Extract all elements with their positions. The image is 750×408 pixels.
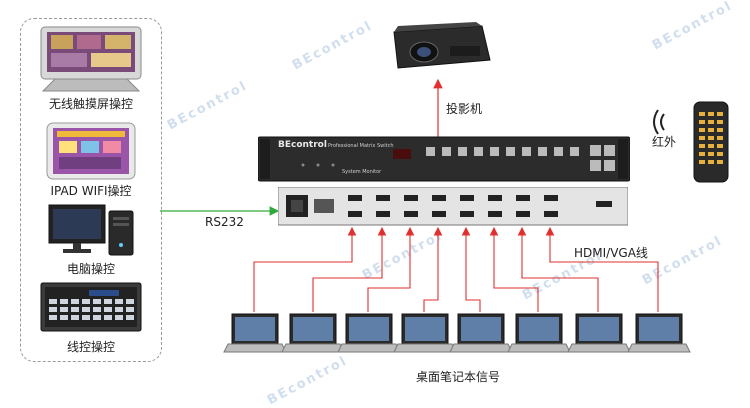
laptop-5-icon [449,313,513,353]
control-devices-panel: 无线触摸屏操控 IPAD WIFI操控 电脑操控 线控操控 [20,18,162,362]
input-line-3 [367,226,415,312]
switcher-system-label: System Monitor [342,169,382,175]
touch-control-label: 无线触摸屏操控 [48,97,133,111]
input-line-6 [489,226,539,312]
switcher-brand: BEcontrol [278,140,327,150]
wired-keypad-icon [40,282,142,332]
laptop-2-icon [281,313,345,353]
pc-control-label: 电脑操控 [66,262,115,276]
touchscreen-icon [40,26,142,92]
sources-label: 桌面笔记本信号 [416,370,501,384]
projector-icon [393,22,491,69]
switcher-rear-panel [278,187,628,226]
input-line-5 [461,226,481,312]
wired-control-label: 线控操控 [66,340,115,354]
switcher-subtitle: Professional Matrix Switch [328,143,394,149]
input-line-8 [545,226,659,312]
input-line-7 [517,226,599,312]
switcher-front-panel [257,136,631,182]
input-line-4 [423,226,443,312]
laptop-6-icon [507,313,571,353]
ir-label: 红外 [652,135,677,149]
input-line-1 [253,226,357,312]
ipad-icon [46,122,136,180]
rs232-label: RS232 [205,215,244,229]
laptop-8-icon [627,313,691,353]
laptop-7-icon [567,313,631,353]
signal-cable-label: HDMI/VGA线 [574,246,648,260]
matrix-switcher: BEcontrol Professional Matrix Switch Sys… [257,135,631,183]
laptop-1-icon [223,313,287,353]
projector-label: 投影机 [446,102,483,116]
laptop-4-icon [393,313,457,353]
laptop-3-icon [337,313,401,353]
computer-icon [48,204,134,256]
ipad-control-label: IPAD WIFI操控 [50,184,132,198]
input-line-2 [312,226,387,312]
ir-remote-icon [653,101,729,183]
